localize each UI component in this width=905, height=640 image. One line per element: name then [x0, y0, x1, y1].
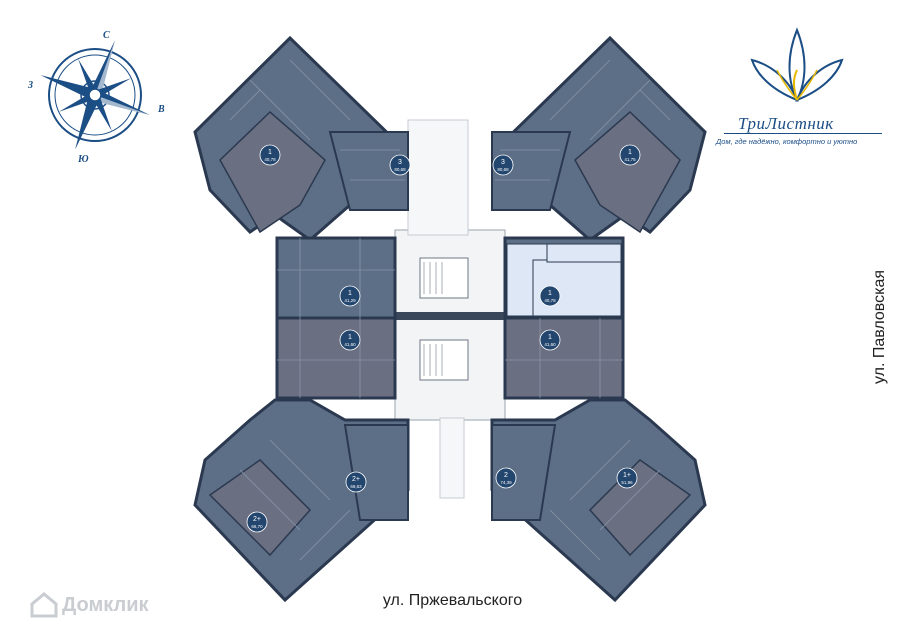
apartment-badge-circle: [619, 144, 641, 166]
apartment-badge[interactable]: 140,78: [539, 285, 561, 307]
apartment-area: 40,78: [264, 157, 276, 162]
apartment-area: 41,75: [624, 157, 636, 162]
apartment-rooms: 1: [548, 290, 552, 297]
apartment-badge-circle: [495, 467, 517, 489]
compass-east-label: В: [158, 104, 165, 115]
street-label-bottom: ул. Пржевальского: [382, 592, 523, 609]
apartment-area: 51,96: [621, 480, 633, 485]
apartment-area: 69,63: [350, 484, 362, 489]
wing-bottom-left: [193, 398, 410, 603]
apartment-rooms: 1: [348, 334, 352, 341]
apartment-badge[interactable]: 380,68: [492, 154, 514, 176]
block-left-middle: [275, 236, 397, 400]
apartment-area: 74,39: [500, 480, 512, 485]
apartment-rooms: 2+: [253, 516, 261, 523]
apartment-badge-circle: [492, 154, 514, 176]
apartment-area: 80,68: [394, 167, 406, 172]
apartment-badge-circle: [339, 329, 361, 351]
apartment-area: 41,60: [544, 342, 556, 347]
apartment-badge-circle: [616, 467, 638, 489]
apartment-badge[interactable]: 140,78: [259, 144, 281, 166]
central-core: [394, 119, 506, 499]
apartment-rooms: 1: [348, 290, 352, 297]
apartment-rooms: 3: [398, 159, 402, 166]
apartment-rooms: 1: [548, 334, 552, 341]
brand-divider: [724, 133, 882, 134]
apartment-rooms: 2: [504, 472, 508, 479]
apartment-badge[interactable]: 2+69,63: [345, 471, 367, 493]
apartment-badge[interactable]: 141,29: [339, 285, 361, 307]
watermark-text: Домклик: [62, 594, 149, 616]
compass-rose: [40, 40, 150, 150]
apartment-area: 80,68: [497, 167, 509, 172]
apartment-area: 66,70: [251, 524, 263, 529]
wing-top-right: [491, 35, 707, 242]
apartment-badge[interactable]: 1+51,96: [616, 467, 638, 489]
wing-top-left: [193, 35, 409, 242]
apartment-rooms: 1+: [623, 472, 631, 479]
brand-logo-icon: [750, 27, 844, 103]
apartment-badge[interactable]: 141,60: [539, 329, 561, 351]
apartment-badge-circle: [539, 285, 561, 307]
apartment-badge-circle: [259, 144, 281, 166]
apartment-badge-circle: [345, 471, 367, 493]
apartment-area: 41,60: [344, 342, 356, 347]
apartment-rooms: 2+: [352, 476, 360, 483]
brand-slogan: Дом, где надёжно, комфортно и уютно: [716, 137, 858, 146]
apartment-area: 40,78: [544, 298, 556, 303]
brand-name: ТриЛистник: [738, 114, 834, 133]
apartment-badge-circle: [539, 329, 561, 351]
street-label-right: ул. Павловская: [871, 269, 888, 385]
apartment-badge[interactable]: 2+66,70: [246, 511, 268, 533]
compass-south-label: Ю: [78, 154, 89, 165]
apartment-badge-circle: [246, 511, 268, 533]
apartment-rooms: 3: [501, 159, 505, 166]
apartment-badge[interactable]: 141,75: [619, 144, 641, 166]
apartment-badge[interactable]: 380,68: [389, 154, 411, 176]
apartment-badge-circle: [389, 154, 411, 176]
compass-west-label: З: [28, 80, 34, 91]
block-right-middle: [503, 236, 625, 400]
apartment-badge-circle: [339, 285, 361, 307]
apartment-rooms: 1: [628, 149, 632, 156]
apartment-badge[interactable]: 141,60: [339, 329, 361, 351]
apartment-badge[interactable]: 274,39: [495, 467, 517, 489]
compass-north-label: С: [103, 30, 110, 41]
apartment-area: 41,29: [344, 298, 356, 303]
wing-bottom-right: [490, 398, 707, 603]
apartment-rooms: 1: [268, 149, 272, 156]
watermark-house-icon: [30, 592, 58, 623]
